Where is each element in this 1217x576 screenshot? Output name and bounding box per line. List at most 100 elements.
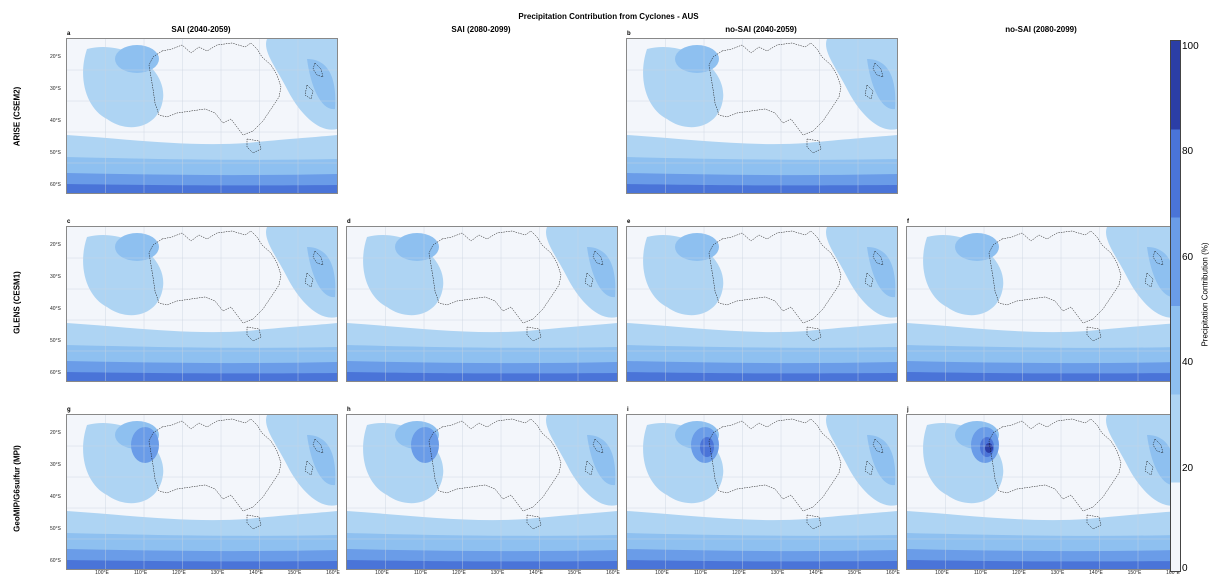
coastline-tasmania: [246, 138, 262, 154]
map-panel-f: [906, 226, 1178, 382]
lon-tick: 160°E: [326, 570, 340, 576]
colorbar-tick-0: 0: [1182, 563, 1188, 574]
hotspot-outer: [955, 233, 999, 261]
east-core: [587, 435, 616, 486]
map-g: [67, 415, 337, 569]
map-i: [627, 415, 897, 569]
lon-tick: 120°E: [172, 570, 186, 576]
map-j: [907, 415, 1177, 569]
hotspot-mid: [131, 427, 159, 463]
panel-letter-a: a: [67, 31, 71, 37]
lat-tick: 50°S: [50, 526, 61, 532]
row-label-1: GLENS (CESM1): [12, 271, 22, 334]
lat-tick: 50°S: [50, 338, 61, 344]
lon-tick: 110°E: [973, 570, 988, 576]
east-core: [587, 247, 616, 298]
east-core: [307, 435, 336, 486]
coastline-tasmania: [1086, 514, 1102, 530]
column-title-3: no-SAI (2080-2099): [1005, 25, 1077, 34]
lon-tick: 110°E: [413, 570, 428, 576]
map-d: [347, 227, 617, 381]
colorbar-label: Precipitation Contribution (%): [1200, 242, 1210, 347]
lat-tick: 20°S: [50, 430, 61, 436]
lon-tick: 100°E: [95, 570, 109, 576]
row-label-2: GeoMIP/G6sulfur (MPI): [12, 445, 22, 532]
coastline-australia: [708, 230, 842, 324]
lon-tick: 160°E: [886, 570, 900, 576]
coastline-tasmania: [1086, 326, 1102, 342]
east-core: [307, 59, 336, 110]
map-panel-h: [346, 414, 618, 570]
coastline-australia: [988, 230, 1122, 324]
lon-tick: 160°E: [606, 570, 620, 576]
east-core: [1147, 435, 1176, 486]
band-80-100: [907, 560, 1177, 569]
lat-tick: 20°S: [50, 54, 61, 60]
east-core: [307, 247, 336, 298]
coastline-tasmania: [806, 514, 822, 530]
band-80-100: [67, 372, 337, 381]
coastline-australia: [428, 230, 562, 324]
coastline-new-zealand: [864, 438, 884, 476]
lon-tick: 130°E: [770, 570, 785, 576]
figure-title: Precipitation Contribution from Cyclones…: [518, 12, 699, 21]
lon-tick: 130°E: [1050, 570, 1065, 576]
lat-tick: 50°S: [50, 150, 61, 156]
panel-letter-g: g: [67, 407, 71, 413]
lon-tick: 110°E: [693, 570, 708, 576]
coastline-australia: [988, 418, 1122, 512]
band-80-100: [347, 372, 617, 381]
band-80-100: [627, 560, 897, 569]
coastline-tasmania: [246, 514, 262, 530]
lat-tick: 40°S: [50, 306, 61, 312]
lon-tick: 110°E: [133, 570, 148, 576]
lon-tick: 100°E: [655, 570, 669, 576]
map-f: [907, 227, 1177, 381]
lon-tick: 150°E: [1127, 570, 1142, 576]
panel-letter-c: c: [67, 219, 71, 225]
map-panel-b: [626, 38, 898, 194]
coastline-tasmania: [806, 138, 822, 154]
hotspot-inner: [700, 437, 714, 457]
lon-tick: 120°E: [1012, 570, 1026, 576]
east-core: [867, 247, 896, 298]
lat-tick: 20°S: [50, 242, 61, 248]
lon-tick: 150°E: [287, 570, 302, 576]
panel-letter-i: i: [627, 407, 629, 413]
panel-letter-h: h: [347, 407, 351, 413]
map-e: [627, 227, 897, 381]
map-b: [627, 39, 897, 193]
band-80-100: [627, 184, 897, 193]
column-title-1: SAI (2080-2099): [451, 25, 511, 34]
lon-tick: 130°E: [490, 570, 505, 576]
map-c: [67, 227, 337, 381]
map-panel-c: [66, 226, 338, 382]
east-core: [867, 435, 896, 486]
lon-tick: 100°E: [375, 570, 389, 576]
column-title-2: no-SAI (2040-2059): [725, 25, 797, 34]
lat-tick: 60°S: [50, 370, 61, 376]
lon-tick: 140°E: [809, 570, 823, 576]
coastline-tasmania: [526, 326, 542, 342]
lon-tick: 150°E: [567, 570, 582, 576]
colorbar-tick-60: 60: [1182, 252, 1194, 263]
colorbar: [1170, 40, 1181, 572]
coastline-new-zealand: [1144, 250, 1164, 288]
coastline-new-zealand: [584, 438, 604, 476]
colorbar-tick-40: 40: [1182, 357, 1194, 368]
map-a: [67, 39, 337, 193]
map-panel-d: [346, 226, 618, 382]
coastline-australia: [708, 42, 842, 136]
lat-tick: 30°S: [50, 86, 61, 92]
band-80-100: [627, 372, 897, 381]
hotspot-outer: [115, 45, 159, 73]
coastline-australia: [148, 418, 282, 512]
lon-tick: 150°E: [847, 570, 862, 576]
panel-letter-e: e: [627, 219, 631, 225]
coastline-new-zealand: [1144, 438, 1164, 476]
row-label-0: ARISE (CSEM2): [12, 86, 22, 147]
lat-tick: 30°S: [50, 462, 61, 468]
hotspot-outer: [115, 233, 159, 261]
map-panel-i: [626, 414, 898, 570]
lon-tick: 140°E: [249, 570, 263, 576]
